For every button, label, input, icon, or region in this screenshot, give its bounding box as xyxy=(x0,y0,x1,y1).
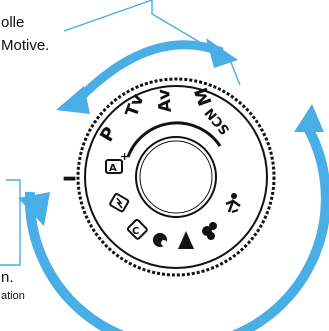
sports-icon xyxy=(225,193,241,213)
dial-index-mark: – xyxy=(62,160,77,195)
bottom-leader-line xyxy=(0,179,21,266)
creative-zone-arc xyxy=(126,121,222,158)
top-rotation-arrow xyxy=(56,38,238,114)
creative-auto-icon: C xyxy=(126,218,148,240)
auto-plus-icon: A + xyxy=(105,150,129,174)
dial-center-ring xyxy=(139,140,213,214)
svg-text:+: + xyxy=(120,150,129,163)
landscape-icon xyxy=(178,231,194,249)
svg-text:A: A xyxy=(109,163,117,174)
bottom-caption-line2: ation xyxy=(1,290,25,302)
circular-rotation-arrow xyxy=(18,104,329,331)
dial-label-av: Av xyxy=(154,88,176,113)
top-caption-line1: olle xyxy=(1,14,25,31)
bottom-caption-line1: n. xyxy=(1,269,14,286)
mode-dial: P Tv Av M SCN A + C xyxy=(76,77,276,277)
svg-text:C: C xyxy=(132,226,139,237)
portrait-icon xyxy=(153,233,167,247)
closeup-icon xyxy=(202,222,217,240)
dial-center-cap xyxy=(135,136,217,218)
top-caption-line2: Motive. xyxy=(1,37,50,54)
top-leader-line xyxy=(63,0,241,86)
flash-off-icon xyxy=(109,193,130,213)
